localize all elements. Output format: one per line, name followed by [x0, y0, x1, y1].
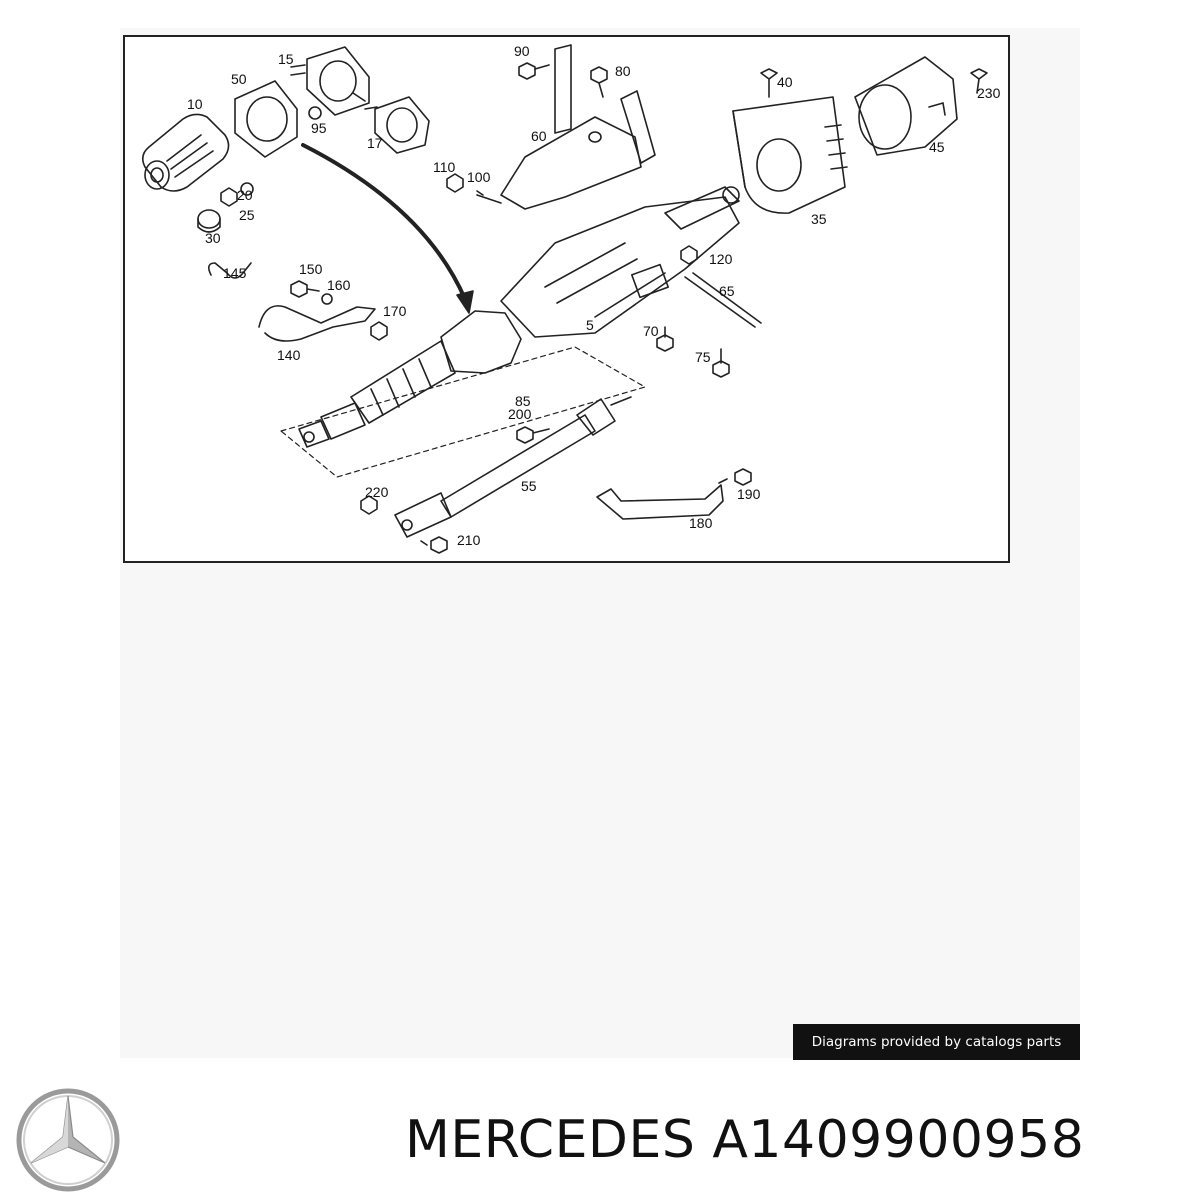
callout-145: 145: [223, 265, 247, 281]
callout-220: 220: [365, 484, 389, 500]
part-170-nut: [370, 321, 388, 341]
part-20-washer: [240, 182, 254, 196]
part-80-bolt: [590, 66, 608, 98]
callout-15: 15: [278, 51, 294, 67]
part-190-bolt: [718, 468, 752, 486]
part-65-strut: [684, 272, 762, 328]
callout-30: 30: [205, 230, 221, 246]
callout-160: 160: [327, 277, 351, 293]
callout-45: 45: [929, 139, 945, 155]
part-100-screw: [476, 190, 502, 204]
callout-210: 210: [457, 532, 481, 548]
part-10-boot-housing: [141, 113, 230, 192]
part-55-intermediate-shaft: [394, 396, 632, 538]
part-15-flange: [290, 46, 370, 116]
part-35-duct: [732, 96, 848, 214]
callout-35: 35: [811, 211, 827, 227]
steering-shaft-boot: [298, 310, 522, 448]
part-50-flange: [234, 80, 298, 158]
callout-85: 85: [515, 393, 531, 409]
part-45-shroud: [854, 56, 958, 156]
part-25-nut: [220, 187, 238, 207]
part-180-bracket: [596, 484, 724, 520]
part-150-screw: [290, 280, 320, 298]
callout-70: 70: [643, 323, 659, 339]
part-40-screw: [760, 68, 778, 98]
part-95-washer: [308, 106, 322, 120]
callout-140: 140: [277, 347, 301, 363]
part-70-bolt: [656, 326, 674, 352]
callout-110: 110: [433, 159, 456, 175]
part-90-bolt: [518, 62, 550, 80]
callout-25: 25: [239, 207, 255, 223]
assembly-arrow: [301, 143, 474, 314]
callout-95: 95: [311, 120, 327, 136]
callout-180: 180: [689, 515, 713, 531]
callout-55: 55: [521, 478, 537, 494]
part-220-nut: [360, 495, 378, 515]
part-140-bracket: [258, 305, 376, 342]
callout-60: 60: [531, 128, 547, 144]
part-230-screw: [970, 68, 988, 94]
part-60-bracket: [500, 44, 656, 210]
callout-100: 100: [467, 169, 491, 185]
callout-75: 75: [695, 349, 711, 365]
callout-20: 20: [237, 187, 253, 203]
callout-230: 230: [977, 85, 1001, 101]
callout-65: 65: [719, 283, 735, 299]
callout-5: 5: [586, 317, 594, 333]
part-145-clip: [207, 262, 252, 279]
part-17-gasket: [364, 96, 430, 154]
callout-50: 50: [231, 71, 247, 87]
callout-200: 200: [508, 406, 532, 422]
part-5-steering-column: [500, 186, 740, 338]
part-75-bolt: [712, 348, 730, 378]
three-pointed-star-logo-icon: [15, 1087, 121, 1198]
callout-170: 170: [383, 303, 407, 319]
callout-40: 40: [777, 74, 793, 90]
product-title: MERCEDES A1409900958: [405, 1110, 1085, 1170]
part-85-bolt: [516, 426, 550, 444]
part-210-bolt: [420, 536, 448, 554]
callout-10: 10: [187, 96, 203, 112]
part-160-washer: [321, 293, 333, 305]
part-30-cap: [197, 209, 221, 233]
callout-90: 90: [514, 43, 530, 59]
part-120-nut: [680, 245, 698, 265]
callout-190: 190: [737, 486, 761, 502]
assembly-outline: [280, 346, 646, 478]
parts-diagram: 15 50 10 95 20 25 30 17 90 80 60 110 100…: [123, 35, 1010, 563]
callout-80: 80: [615, 63, 631, 79]
callout-17: 17: [367, 135, 383, 151]
callout-150: 150: [299, 261, 323, 277]
callout-120: 120: [709, 251, 733, 267]
diagram-drawing: 15 50 10 95 20 25 30 17 90 80 60 110 100…: [141, 43, 1001, 554]
part-110-nut: [446, 173, 464, 193]
diagram-credit-badge: Diagrams provided by catalogs parts: [793, 1024, 1080, 1060]
